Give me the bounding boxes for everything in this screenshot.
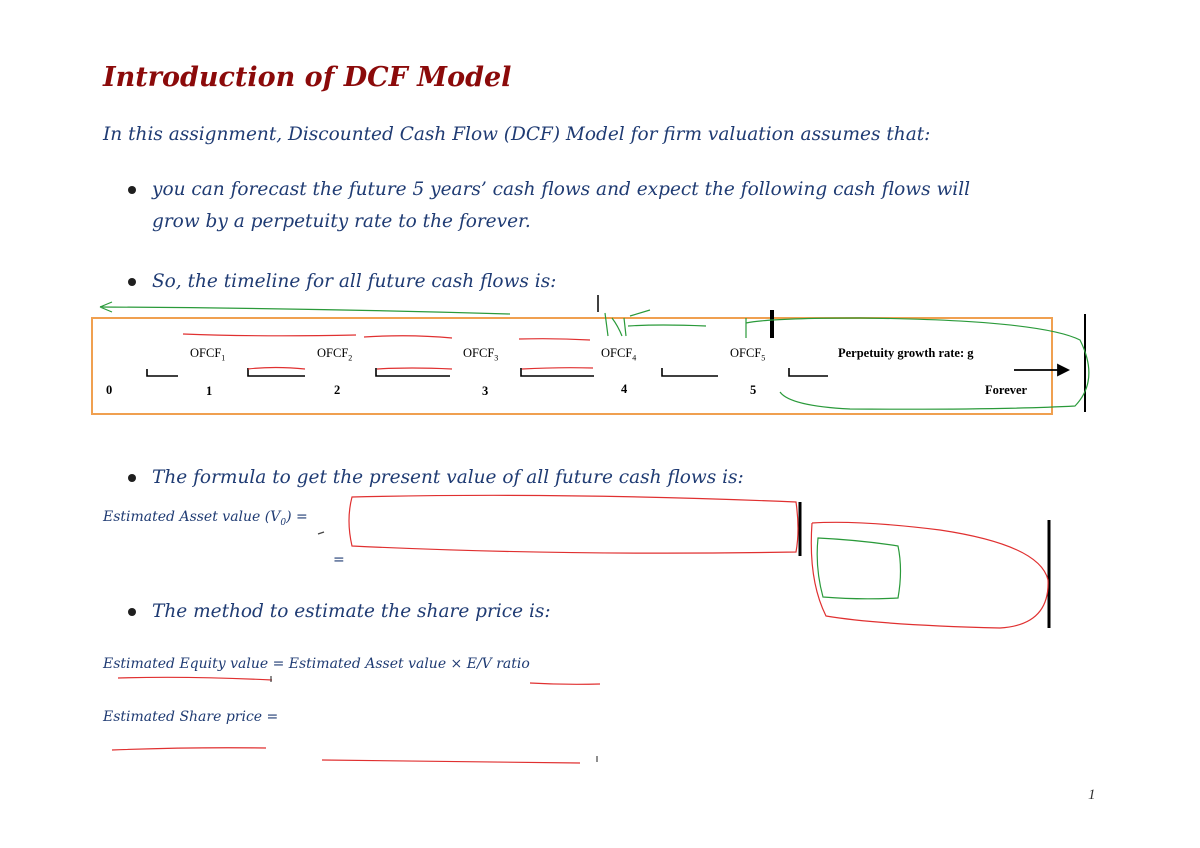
page-number: 1	[1088, 787, 1096, 803]
cash-flow-label-2: OFCF2	[317, 346, 353, 363]
intro-text: In this assignment, Discounted Cash Flow…	[103, 124, 931, 145]
bullet-dot-icon	[128, 608, 136, 616]
red-ink-strokes	[111, 333, 1049, 764]
second-equals: =	[333, 552, 345, 568]
cash-flow-label-5: OFCF5	[730, 346, 766, 363]
cash-flow-label-3: OFCF3	[463, 346, 499, 363]
equity-value-formula: Estimated Equity value = Estimated Asset…	[103, 656, 530, 672]
bullet-method-text: The method to estimate the share price i…	[152, 601, 551, 622]
growth-rate-label: Perpetuity growth rate: g	[838, 346, 974, 360]
period-3: 3	[482, 384, 489, 398]
page-title: Introduction of DCF Model	[103, 62, 512, 93]
period-2: 2	[334, 383, 341, 397]
share-price-formula: Estimated Share price =	[103, 709, 279, 725]
timeline-ticks	[146, 368, 828, 377]
period-0: 0	[106, 383, 113, 397]
bullet-forecast-line1: you can forecast the future 5 years’ cas…	[152, 179, 971, 200]
black-marker-strokes	[597, 295, 1086, 628]
cash-flow-label-1: OFCF1	[190, 346, 226, 363]
period-1: 1	[206, 384, 213, 398]
forever-label: Forever	[985, 383, 1028, 397]
small-marks	[270, 531, 598, 762]
cash-flow-label-4: OFCF4	[601, 346, 637, 363]
period-5: 5	[750, 383, 757, 397]
period-4: 4	[621, 382, 628, 396]
bullet-dot-icon	[128, 474, 136, 482]
timeline-arrow	[1014, 363, 1071, 377]
bullet-dot-icon	[128, 186, 136, 194]
green-ink-strokes	[99, 301, 1090, 600]
timeline-box	[91, 317, 1053, 415]
bullet-formula-text: The formula to get the present value of …	[152, 467, 744, 488]
bullet-dot-icon	[128, 278, 136, 286]
bullet-timeline-text: So, the timeline for all future cash flo…	[152, 271, 557, 292]
bullet-forecast-line2: grow by a perpetuity rate to the forever…	[152, 211, 531, 232]
asset-value-label: Estimated Asset value (V0) =	[103, 509, 308, 528]
